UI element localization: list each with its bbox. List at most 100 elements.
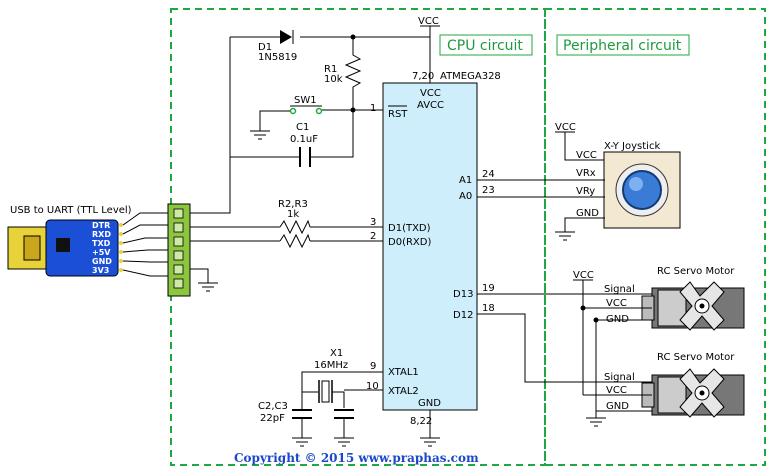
x1-value: 16MHz xyxy=(314,360,348,371)
mcu-pin9-number: 9 xyxy=(370,361,376,372)
joystick-pin-vrx: VRx xyxy=(576,168,596,179)
header-pin-6 xyxy=(173,278,184,289)
mcu-pin23-number: 23 xyxy=(482,185,495,196)
servo-vcc-supply-label: VCC xyxy=(573,270,594,281)
x1-ref: X1 xyxy=(330,348,343,359)
mcu-pin18-number: 18 xyxy=(482,303,495,314)
c23-ref: C2,C3 xyxy=(258,401,288,412)
peripheral-section-label-box xyxy=(556,34,690,56)
mcu-pin-d12: D12 xyxy=(453,310,473,321)
r1-resistor xyxy=(344,37,362,110)
mcu-pin10-number: 10 xyxy=(366,381,379,392)
peripheral-section-border xyxy=(544,8,766,466)
usb-pad-4 xyxy=(119,250,123,254)
usb-title: USB to UART (TTL Level) xyxy=(10,205,132,216)
usb-pin-rxd: RXD xyxy=(92,230,111,239)
mcu-pin1-number: 1 xyxy=(370,103,376,114)
mcu-vcc-pin-numbers: 7,20 xyxy=(412,71,434,82)
joystick-vcc-wire xyxy=(564,132,605,161)
mcu-pin-a1: A1 xyxy=(459,175,472,186)
usb-pad-5 xyxy=(119,259,123,263)
x1-crystal-body xyxy=(321,380,330,403)
xtal2-wire xyxy=(332,389,383,408)
vcc-rail-wire xyxy=(300,26,431,83)
mcu-pin-d0-rxd: D0(RXD) xyxy=(388,237,431,248)
usb-pad-3 xyxy=(119,241,123,245)
mcu-label-gnd: GND xyxy=(418,398,441,409)
usb-plug-inner xyxy=(23,235,41,261)
usb-chip xyxy=(56,238,70,252)
c1-wire xyxy=(230,110,354,158)
d12-wire xyxy=(477,313,652,383)
mcu-pin3-number: 3 xyxy=(370,217,376,228)
joystick-pin-vcc: VCC xyxy=(576,150,597,161)
mcu-pin2-number: 2 xyxy=(370,231,376,242)
mcu-pin-xtal1: XTAL1 xyxy=(388,367,419,378)
sw1-ground-wire xyxy=(259,110,290,131)
joystick-pin-gnd: GND xyxy=(576,208,599,219)
joystick-pin-vry: VRy xyxy=(576,186,595,197)
usb-pin-dtr: DTR xyxy=(92,221,110,230)
header-pin-4 xyxy=(173,250,184,261)
mcu-gnd-pin-numbers: 8,22 xyxy=(410,416,432,427)
mcu-pin-rst: RST xyxy=(388,109,408,120)
header-pin-1 xyxy=(173,208,184,219)
cpu-section-label: CPU circuit xyxy=(447,38,523,54)
r2-resistor xyxy=(279,219,311,235)
servo2-pin-signal: Signal xyxy=(604,372,635,383)
servo1-pin-vcc: VCC xyxy=(606,298,627,309)
sw1-contact-right xyxy=(315,107,323,115)
usb-pin-3v3: 3V3 xyxy=(92,266,109,275)
joystick-gnd-wire xyxy=(564,217,605,232)
mcu-label-avcc: AVCC xyxy=(417,100,444,111)
peripheral-section-label: Peripheral circuit xyxy=(563,38,682,54)
c23-ground-wire xyxy=(301,418,345,438)
joystick-vcc-supply-label: VCC xyxy=(555,122,576,133)
header-connector xyxy=(167,203,191,297)
c1-ref: C1 xyxy=(296,122,309,133)
usb-pin-gnd: GND xyxy=(92,257,112,266)
servo1-shaft-center xyxy=(699,303,705,309)
joystick-title: X-Y Joystick xyxy=(604,141,660,152)
servo2-shaft-center xyxy=(699,390,705,396)
d1-ref: D1 xyxy=(258,42,272,53)
servo1-pin-signal: Signal xyxy=(604,284,635,295)
mcu-pin-d1-txd: D1(TXD) xyxy=(388,223,431,234)
c1-value: 0.1uF xyxy=(290,134,318,145)
vcc-top-label: VCC xyxy=(418,16,439,27)
header-pin-2 xyxy=(173,222,184,233)
r1-ref: R1 xyxy=(324,64,337,75)
usb-pin-txd: TXD xyxy=(92,239,111,248)
joystick-knob-highlight xyxy=(629,177,643,191)
mcu-body xyxy=(382,82,478,411)
servo2-pin-gnd: GND xyxy=(606,401,629,412)
dtr-wire xyxy=(190,37,231,214)
r23-ref: R2,R3 xyxy=(278,199,308,210)
usb-pad-6 xyxy=(119,268,123,272)
header-pin-5 xyxy=(173,264,184,275)
sw1-contact-left xyxy=(289,107,297,115)
mcu-pin-xtal2: XTAL2 xyxy=(388,386,419,397)
r23-value: 1k xyxy=(287,209,299,220)
mcu-pin19-number: 19 xyxy=(482,283,495,294)
mcu-name: ATMEGA328 xyxy=(440,71,501,82)
usb-to-header-wires xyxy=(122,212,172,277)
joystick-knob xyxy=(622,170,662,210)
c23-value: 22pF xyxy=(260,413,285,424)
mcu-pin-d13: D13 xyxy=(453,289,473,300)
mcu-label-vcc: VCC xyxy=(420,88,441,99)
usb-pin-5v: +5V xyxy=(92,248,111,257)
mcu-pin-a0: A0 xyxy=(459,191,472,202)
xtal1-wire xyxy=(301,371,383,393)
r1-value: 10k xyxy=(324,74,343,85)
usb-module-body xyxy=(45,219,119,277)
servo2-title: RC Servo Motor xyxy=(657,352,735,363)
usb-pad-2 xyxy=(119,232,123,236)
r3-resistor xyxy=(279,233,311,249)
d1-diode-symbol xyxy=(280,30,292,44)
sw1-ref: SW1 xyxy=(294,95,317,106)
header-gnd-wire xyxy=(190,268,209,283)
copyright-text: Copyright © 2015 www.praphas.com xyxy=(234,451,479,465)
servo2-pin-vcc: VCC xyxy=(606,385,627,396)
